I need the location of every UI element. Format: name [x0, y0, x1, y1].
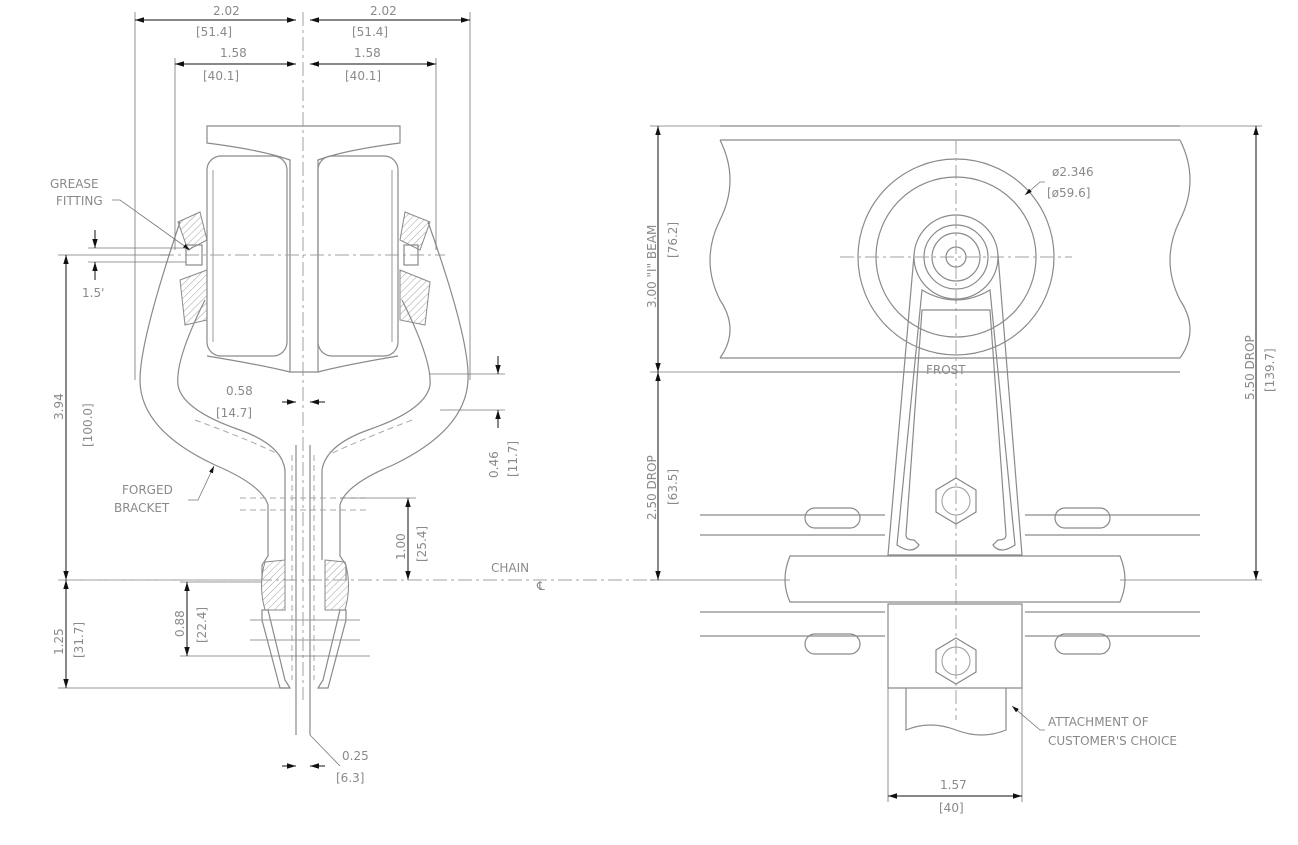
- front-view: FROST ø2.346 [ø59.6] 3.00 "I" BEAM [76.2…: [645, 125, 1277, 815]
- forged-bracket-right-outer: [339, 221, 469, 580]
- label-forged: FORGED: [122, 483, 173, 497]
- right-tip: [316, 609, 347, 689]
- dim-dia-2-346: ø2.346: [1052, 165, 1094, 179]
- grease-fitting: [185, 244, 203, 266]
- forged-bracket-left-outer: [139, 221, 269, 580]
- dim-63-5: [63.5]: [666, 469, 680, 505]
- chain-center-link: [784, 555, 1126, 603]
- dim-2-50-drop: 2.50 DROP: [645, 455, 659, 520]
- dim-51-4-left: [51.4]: [196, 25, 232, 39]
- dim-31-7: [31.7]: [72, 622, 86, 658]
- beam-break-right: [1169, 139, 1191, 359]
- dim-0-25: 0.25: [342, 749, 369, 763]
- right-boss-upper: [399, 211, 431, 251]
- brand-frost: FROST: [926, 363, 966, 377]
- dim-5-50-drop: 5.50 DROP: [1243, 335, 1257, 400]
- beam-break-left: [709, 139, 731, 359]
- dim-51-4-right: [51.4]: [352, 25, 388, 39]
- label-customers-choice: CUSTOMER'S CHOICE: [1048, 734, 1177, 748]
- dim-1-58-right: 1.58: [354, 46, 381, 60]
- upper-hex-bolt: [935, 477, 977, 525]
- dim-40: [40]: [939, 801, 964, 815]
- dim-139-7: [139.7]: [1263, 348, 1277, 392]
- dim-3-00-beam: 3.00 "I" BEAM: [645, 225, 659, 308]
- chain-link-left: [261, 559, 286, 611]
- dim-0-46: 0.46: [487, 451, 501, 478]
- dim-0-58: 0.58: [226, 384, 253, 398]
- dim-11-7: [11.7]: [506, 441, 520, 477]
- dim-40-1-right: [40.1]: [345, 69, 381, 83]
- dim-0-88: 0.88: [173, 610, 187, 637]
- dim-1-58-left: 1.58: [220, 46, 247, 60]
- right-wheel: [317, 155, 399, 357]
- left-tip: [261, 609, 292, 689]
- centerline-symbol: ℄: [536, 579, 545, 593]
- left-boss-upper: [177, 211, 208, 251]
- dim-14-7: [14.7]: [216, 406, 252, 420]
- dim-1-57: 1.57: [940, 778, 967, 792]
- label-bracket: BRACKET: [114, 501, 170, 515]
- dim-1-25: 1.25: [52, 628, 66, 655]
- label-attachment: ATTACHMENT OF: [1048, 715, 1149, 729]
- dim-3-94: 3.94: [52, 393, 66, 420]
- left-wheel: [206, 155, 288, 357]
- left-boss-lower: [179, 269, 208, 326]
- dim-40-1-left: [40.1]: [203, 69, 239, 83]
- chain-link-right: [324, 559, 349, 611]
- label-chain: CHAIN: [491, 561, 529, 575]
- chain-upper-left: [700, 514, 885, 536]
- dim-2-02-left: 2.02: [213, 4, 240, 18]
- dim-1-5: 1.5': [82, 286, 104, 300]
- dim-25-4: [25.4]: [415, 526, 429, 562]
- lower-hex-bolt: [935, 637, 977, 685]
- right-nut: [403, 244, 419, 266]
- side-section-view: 2.02 [51.4] 2.02 [51.4] 1.58 [40.1] 1.58…: [50, 4, 660, 785]
- bracket-arm: [887, 254, 1023, 556]
- dim-1-00: 1.00: [394, 533, 408, 560]
- chain-upper-right: [1025, 514, 1200, 536]
- dim-100-0: [100.0]: [81, 403, 95, 447]
- chain-lower-left: [700, 611, 885, 637]
- dim-2-02-right: 2.02: [370, 4, 397, 18]
- dim-76-2: [76.2]: [666, 222, 680, 258]
- label-grease: GREASE: [50, 177, 99, 191]
- label-fitting: FITTING: [56, 194, 103, 208]
- right-boss-lower: [399, 269, 431, 326]
- dim-dia-59-6: [ø59.6]: [1047, 186, 1090, 200]
- dim-6-3: [6.3]: [336, 771, 364, 785]
- dim-22-4: [22.4]: [195, 607, 209, 643]
